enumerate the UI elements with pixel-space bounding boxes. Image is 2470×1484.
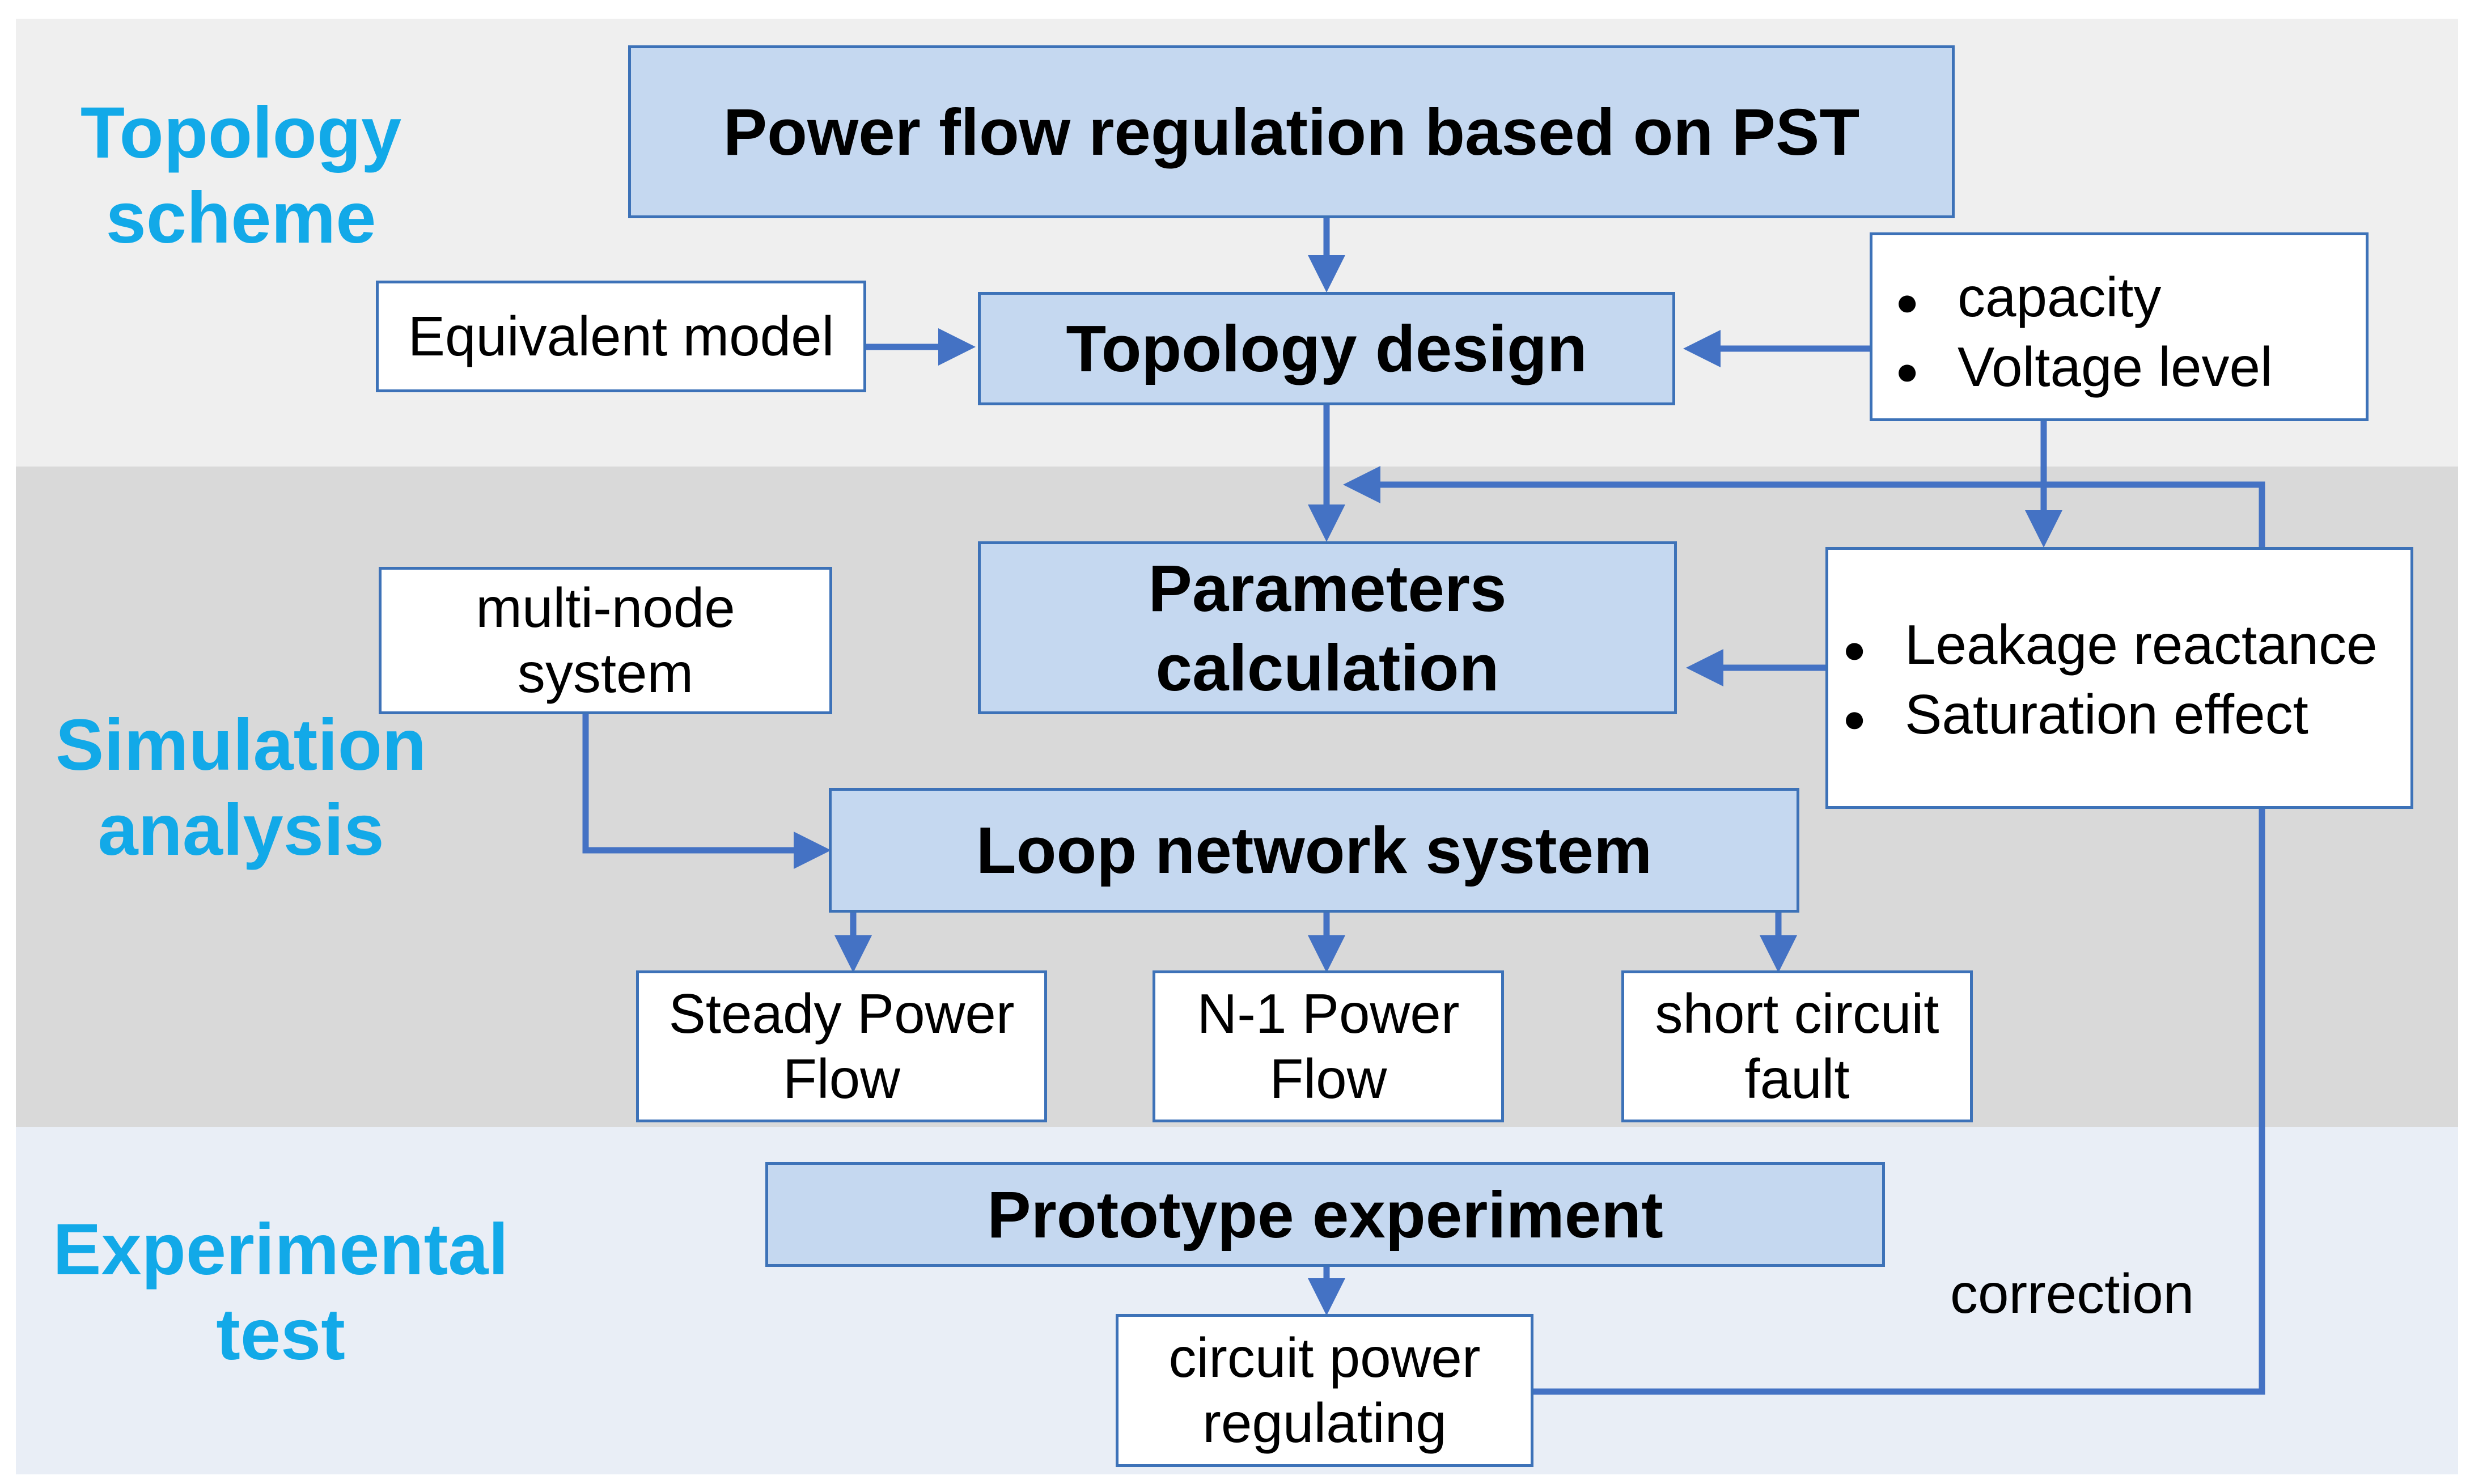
section-label-line: analysis — [98, 790, 384, 871]
section-label-experimental-test: Experimental test — [43, 1207, 519, 1377]
box-label-line: N-1 Power — [1197, 982, 1460, 1045]
section-label-line: Simulation — [55, 705, 427, 786]
section-label-line: Experimental — [53, 1209, 509, 1290]
box-label-line: short circuit — [1655, 982, 1939, 1045]
bullet-icon: ● — [1842, 696, 1867, 741]
box-label: Power flow regulation based on PST — [723, 95, 1860, 169]
bullet-icon: ● — [1895, 279, 1920, 324]
box-label-line: fault — [1744, 1048, 1850, 1110]
box-topology-design: Topology design — [978, 292, 1675, 405]
box-label: Topology design — [1066, 312, 1587, 385]
box-label-line: calculation — [1155, 630, 1499, 705]
box-label-line: system — [517, 642, 694, 704]
section-label-line: test — [216, 1294, 345, 1375]
box-steady-power-flow: Steady Power Flow — [636, 970, 1047, 1122]
bullet-icon: ● — [1895, 349, 1920, 393]
box-label-line: circuit power — [1168, 1326, 1481, 1389]
box-power-flow-pst: Power flow regulation based on PST — [628, 45, 1955, 218]
box-short-circuit-fault: short circuit fault — [1621, 970, 1973, 1122]
bullet-item: ● Voltage level — [1895, 334, 2366, 404]
bullet-item: ● Leakage reactance — [1842, 612, 2410, 682]
section-label-topology-scheme: Topology scheme — [71, 91, 411, 261]
box-multi-node-system: multi-node system — [379, 567, 832, 714]
section-label-simulation-analysis: Simulation analysis — [43, 703, 439, 873]
box-capacity-voltage: ● capacity ● Voltage level — [1870, 232, 2369, 421]
box-loop-network-system: Loop network system — [829, 788, 1799, 913]
bullet-text: Voltage level — [1958, 335, 2273, 398]
box-parameters-calculation: Parameters calculation — [978, 541, 1677, 714]
bullet-text: Saturation effect — [1905, 682, 2308, 745]
box-circuit-power-regulating: circuit power regulating — [1116, 1314, 1533, 1467]
arrow-multinode-to-loop — [582, 714, 831, 869]
box-label-line: Steady Power — [668, 982, 1015, 1045]
arrow-correction-loop — [1343, 466, 2265, 1395]
box-label-line: Flow — [783, 1048, 900, 1110]
bullet-icon: ● — [1842, 626, 1867, 671]
box-label: Loop network system — [976, 813, 1653, 887]
box-label: Prototype experiment — [987, 1177, 1663, 1252]
bullet-item: ● Saturation effect — [1842, 682, 2410, 752]
section-label-line: scheme — [105, 177, 376, 258]
box-n1-power-flow: N-1 Power Flow — [1153, 970, 1504, 1122]
bullet-item: ● capacity — [1895, 265, 2366, 334]
box-label-line: multi-node — [476, 576, 735, 639]
box-equivalent-model: Equivalent model — [376, 281, 866, 392]
box-label: Equivalent model — [408, 305, 834, 367]
bullet-text: Leakage reactance — [1905, 613, 2378, 676]
correction-label: correction — [1950, 1262, 2194, 1325]
box-label-line: Flow — [1269, 1048, 1387, 1110]
section-label-line: Topology — [80, 92, 402, 173]
box-prototype-experiment: Prototype experiment — [765, 1162, 1885, 1267]
box-label-line: regulating — [1202, 1392, 1447, 1454]
box-label-line: Parameters — [1148, 551, 1507, 625]
bullet-text: capacity — [1958, 266, 2162, 328]
box-leakage-saturation: ● Leakage reactance ● Saturation effect — [1825, 547, 2413, 809]
